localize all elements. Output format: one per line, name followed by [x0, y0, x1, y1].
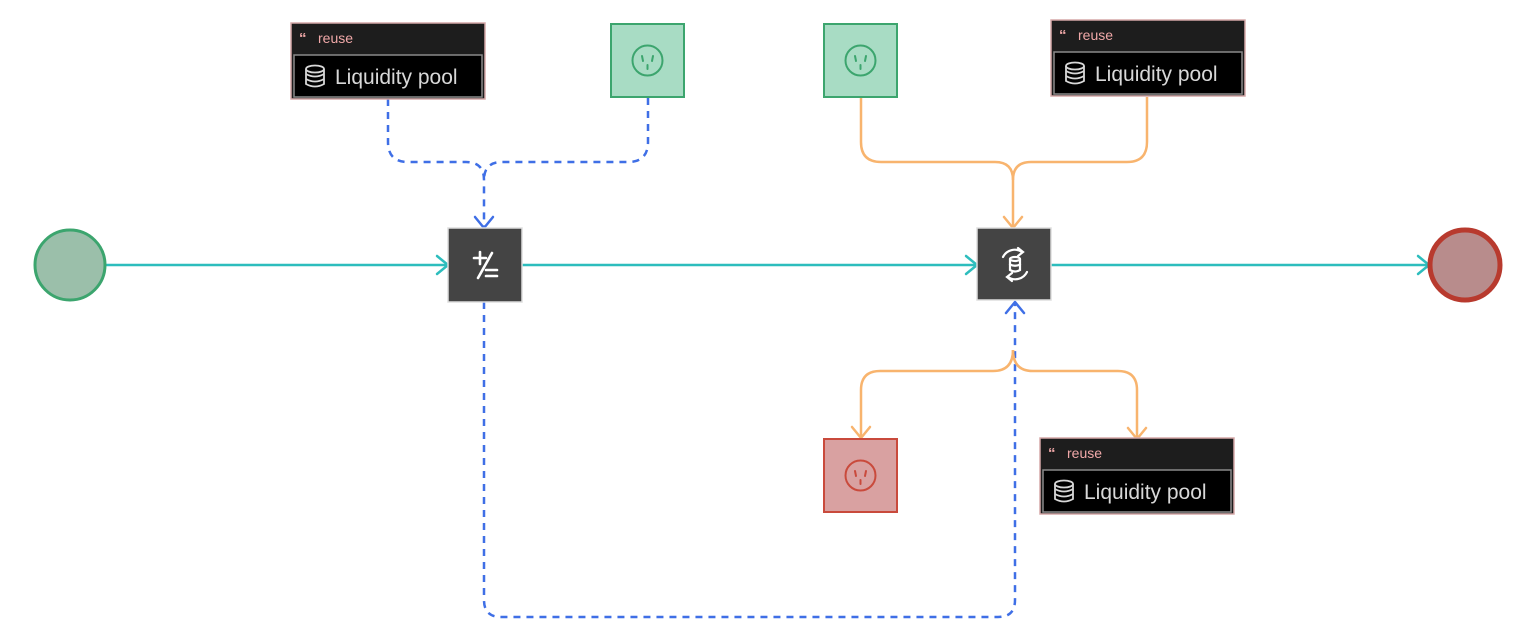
data-object-tag: reuse [1078, 27, 1113, 43]
database-icon [305, 64, 325, 88]
end-event[interactable] [1427, 227, 1503, 303]
assoc-arrowhead [1004, 300, 1026, 315]
data-object-pool-3[interactable]: “ reuse Liquidity pool [1039, 437, 1235, 515]
task-calculate[interactable] [447, 227, 523, 303]
quote-icon: “ [1059, 27, 1067, 44]
data-object-pool-1[interactable]: “ reuse Liquidity pool [290, 22, 486, 100]
quote-icon: “ [299, 30, 307, 47]
wallet-output-1[interactable] [823, 438, 898, 513]
start-event[interactable] [33, 228, 107, 302]
wallet-input-1[interactable] [610, 23, 685, 98]
assoc-task2-to-pool [1011, 349, 1139, 437]
task-swap[interactable] [976, 227, 1052, 301]
swap-database-icon [1001, 246, 1029, 283]
data-object-label: Liquidity pool [335, 66, 458, 89]
wallet-input-2[interactable] [823, 23, 898, 98]
data-object-tag: reuse [1067, 445, 1102, 461]
database-icon [1054, 479, 1074, 503]
data-object-label: Liquidity pool [1095, 63, 1218, 86]
assoc-pool-to-task2 [1011, 97, 1149, 181]
data-object-pool-2[interactable]: “ reuse Liquidity pool [1050, 19, 1246, 97]
assoc-wallet-to-task1 [482, 98, 650, 181]
data-object-tag: reuse [318, 30, 353, 46]
assoc-pool-to-task1 [386, 99, 486, 226]
wallet-icon [844, 44, 877, 77]
database-icon [1065, 61, 1085, 85]
wallet-icon [631, 44, 664, 77]
data-object-label: Liquidity pool [1084, 481, 1207, 504]
assoc-wallet-to-task2 [859, 98, 1015, 226]
plus-minus-equals-icon [472, 250, 499, 280]
assoc-task1-to-task2-loop [482, 302, 1017, 619]
quote-icon: “ [1048, 445, 1056, 462]
assoc-task2-to-red-wallet [859, 349, 1015, 436]
wallet-icon [844, 459, 877, 492]
